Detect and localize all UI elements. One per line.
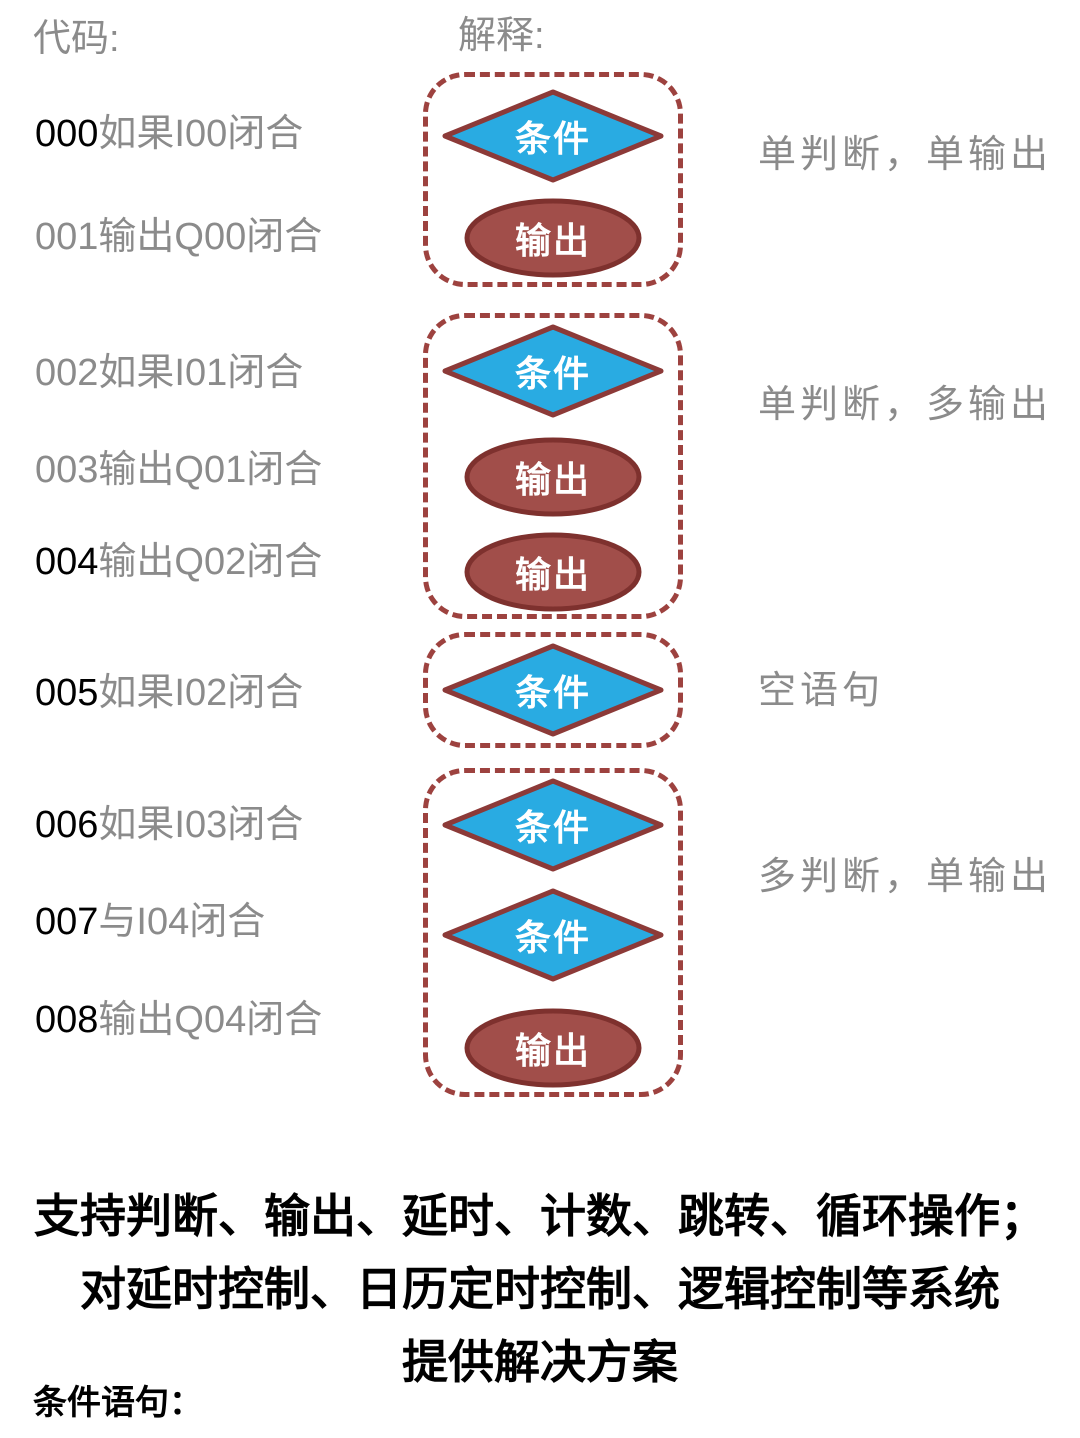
code-line-number: 007 (35, 901, 99, 943)
code-line-000: 000如果I00闭合 (35, 111, 303, 157)
code-line-005: 005如果I02闭合 (35, 670, 303, 716)
output-ellipse: 输出 (464, 198, 642, 278)
ellipse-shape-icon (464, 1008, 642, 1088)
diamond-shape-icon (442, 643, 664, 737)
code-line-002: 002如果I01闭合 (35, 350, 303, 396)
condition-diamond: 条件 (441, 323, 665, 419)
code-line-number: 008 (35, 999, 99, 1041)
code-line-number: 000 (35, 113, 99, 155)
code-line-number: 004 (35, 541, 99, 583)
condition-label: 条件 (514, 807, 591, 848)
diamond-shape-icon (442, 778, 664, 872)
condition-diamond: 条件 (441, 642, 665, 738)
code-column-header: 代码: (33, 18, 120, 60)
code-line-number: 002 (35, 352, 99, 394)
code-line-text: 输出Q04闭合 (98, 999, 323, 1041)
output-ellipse: 输出 (464, 1008, 642, 1088)
summary-line-1: 支持判断、输出、延时、计数、跳转、循环操作； (34, 1190, 1046, 1242)
summary-line-3: 提供解决方案 (402, 1336, 678, 1388)
diamond-shape-icon (442, 888, 664, 982)
code-line-number: 001 (35, 216, 99, 258)
code-line-003: 003输出Q01闭合 (35, 447, 322, 493)
code-line-007: 007与I04闭合 (35, 899, 265, 945)
condition-diamond: 条件 (441, 88, 665, 184)
flow-group-4: 条件 条件 输出 (423, 768, 683, 1097)
group-label-4: 多判断，单输出 (758, 856, 1053, 898)
code-line-number: 005 (35, 672, 99, 714)
condition-label: 条件 (514, 118, 591, 159)
code-line-text: 如果I02闭合 (98, 672, 304, 714)
code-line-text: 如果I00闭合 (98, 113, 304, 155)
code-line-text: 输出Q00闭合 (98, 216, 323, 258)
diamond-shape-icon (442, 324, 664, 418)
code-line-number: 006 (35, 804, 99, 846)
condition-statement-header: 条件语句： (33, 1384, 203, 1422)
code-line-006: 006如果I03闭合 (35, 802, 303, 848)
condition-diamond: 条件 (441, 887, 665, 983)
flow-group-2: 条件 输出 输出 (423, 313, 683, 619)
code-line-001: 001输出Q00闭合 (35, 214, 322, 260)
output-label: 输出 (514, 459, 591, 500)
condition-label: 条件 (514, 672, 591, 713)
condition-label: 条件 (514, 917, 591, 958)
code-line-text: 输出Q02闭合 (98, 541, 323, 583)
code-line-text: 输出Q01闭合 (98, 449, 323, 491)
code-line-text: 如果I03闭合 (98, 804, 304, 846)
summary-line-2: 对延时控制、日历定时控制、逻辑控制等系统 (80, 1263, 1000, 1315)
output-label: 输出 (514, 220, 591, 261)
output-label: 输出 (514, 554, 591, 595)
group-label-3: 空语句 (758, 670, 885, 712)
flow-group-3: 条件 (423, 632, 683, 748)
diamond-shape-icon (442, 89, 664, 183)
output-ellipse: 输出 (464, 437, 642, 517)
code-line-008: 008输出Q04闭合 (35, 997, 322, 1043)
code-line-text: 与I04闭合 (98, 901, 266, 943)
output-ellipse: 输出 (464, 532, 642, 612)
group-label-1: 单判断，单输出 (758, 134, 1053, 176)
code-line-004: 004输出Q02闭合 (35, 539, 322, 585)
code-line-number: 003 (35, 449, 99, 491)
ellipse-shape-icon (464, 198, 642, 278)
ellipse-shape-icon (464, 437, 642, 517)
code-line-text: 如果I01闭合 (98, 352, 304, 394)
condition-diamond: 条件 (441, 777, 665, 873)
condition-label: 条件 (514, 353, 591, 394)
group-label-2: 单判断，多输出 (758, 384, 1053, 426)
flow-group-1: 条件 输出 (423, 72, 683, 287)
output-label: 输出 (514, 1030, 591, 1071)
ellipse-shape-icon (464, 532, 642, 612)
explain-column-header: 解释: (458, 15, 545, 57)
summary-text: 支持判断、输出、延时、计数、跳转、循环操作； 对延时控制、日历定时控制、逻辑控制… (0, 1180, 1080, 1399)
